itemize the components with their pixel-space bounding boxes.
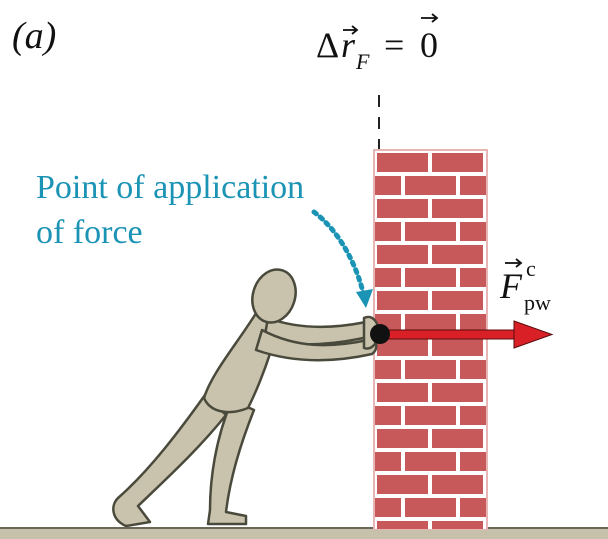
- annotation-line-1: Point of application: [36, 169, 304, 206]
- annotation-dotted-arrow: [311, 209, 367, 299]
- equation-delta: Δ: [316, 25, 339, 65]
- equation-zero: 0: [420, 25, 438, 65]
- equation-equals: =: [384, 25, 404, 65]
- panel-label: (a): [12, 15, 56, 57]
- force-superscript: c: [526, 256, 536, 281]
- vector-accent-icon: [343, 13, 439, 35]
- annotation-arrowhead-icon: [356, 289, 373, 308]
- equation-subscript-f: F: [355, 49, 370, 74]
- force-label: F c pw: [499, 256, 551, 315]
- force-vector-accent-icon: [505, 258, 523, 268]
- equation-r: r: [341, 25, 356, 65]
- annotation-line-2: of force: [36, 214, 143, 251]
- application-point: [370, 324, 390, 344]
- force-subscript: pw: [524, 290, 551, 315]
- person-figure: [112, 268, 380, 528]
- force-symbol: F: [499, 266, 523, 306]
- displacement-equation: Δ r F = 0: [316, 25, 438, 74]
- ground: [0, 528, 608, 539]
